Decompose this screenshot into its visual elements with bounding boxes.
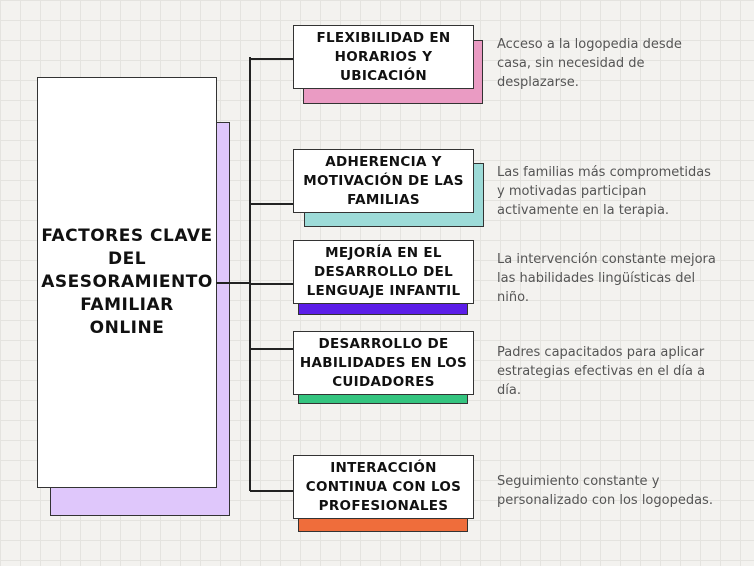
connector-main	[216, 282, 251, 284]
factor-title: FLEXIBILIDAD EN HORARIOS Y UBICACIÓN	[316, 29, 451, 84]
factor-description: Padres capacitados para aplicar estrateg…	[497, 345, 706, 398]
factor-description: La intervención constante mejora las hab…	[497, 252, 716, 305]
factor-box: ADHERENCIA Y MOTIVACIÓN DE LAS FAMILIAS	[293, 149, 474, 213]
factor-box: DESARROLLO DE HABILIDADES EN LOS CUIDADO…	[293, 331, 474, 395]
factor-description: Las familias más comprometidas y motivad…	[497, 165, 711, 218]
factor-title: DESARROLLO DE HABILIDADES EN LOS CUIDADO…	[299, 335, 468, 390]
main-title: FACTORES CLAVE DEL ASESORAMIENTO FAMILIA…	[41, 226, 213, 338]
factor-title: INTERACCIÓN CONTINUA CON LOS PROFESIONAL…	[305, 459, 462, 514]
factor-description: Acceso a la logopedia desde casa, sin ne…	[497, 37, 682, 90]
connector-trunk	[249, 57, 251, 491]
factor-box: INTERACCIÓN CONTINUA CON LOS PROFESIONAL…	[293, 455, 474, 519]
factor-description: Seguimiento constante y personalizado co…	[497, 474, 713, 508]
connector-branch	[250, 348, 294, 350]
connector-branch	[250, 283, 294, 285]
factor-box: MEJORÍA EN EL DESARROLLO DEL LENGUAJE IN…	[293, 240, 474, 304]
connector-branch	[250, 203, 294, 205]
connector-branch	[250, 490, 294, 492]
connector-branch	[250, 58, 294, 60]
factor-title: MEJORÍA EN EL DESARROLLO DEL LENGUAJE IN…	[306, 244, 461, 299]
factor-title: ADHERENCIA Y MOTIVACIÓN DE LAS FAMILIAS	[303, 153, 464, 208]
main-title-box: FACTORES CLAVE DEL ASESORAMIENTO FAMILIA…	[37, 77, 217, 488]
factor-box: FLEXIBILIDAD EN HORARIOS Y UBICACIÓN	[293, 25, 474, 89]
